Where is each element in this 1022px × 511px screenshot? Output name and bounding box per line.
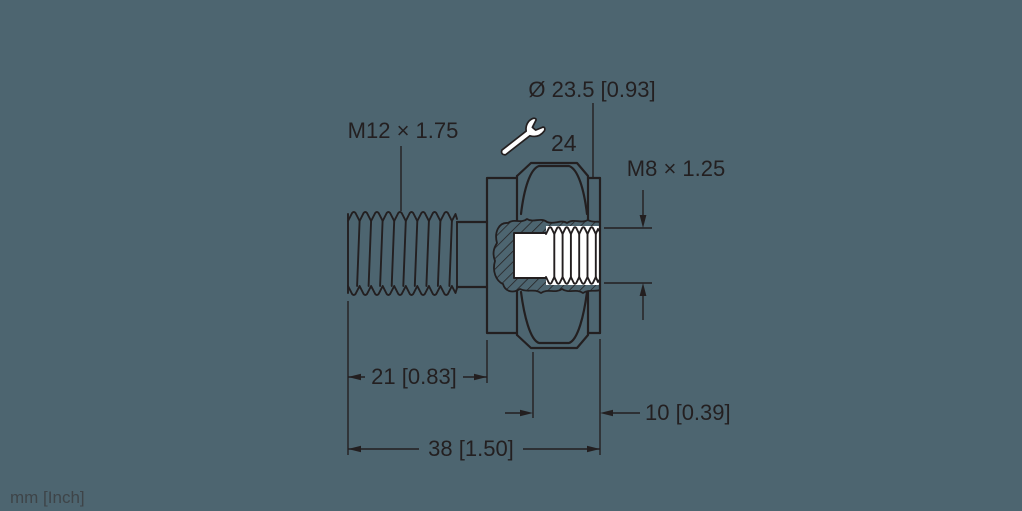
labels: Ø 23.5 [0.93] M12 × 1.75 M8 × 1.25 24 mm… [10,77,725,507]
counterbore-outline [513,232,547,279]
extension-lines [347,227,652,455]
dimension-lines: 21 [0.83] 38 [1.50] 10 [0.39] [347,103,731,461]
units-note: mm [Inch] [10,488,85,507]
flange-diameter-label: Ø 23.5 [0.93] [528,77,655,102]
dim-hex-length: 10 [0.39] [505,400,731,425]
counterbore-fill [514,233,547,278]
hex-chamfer-arc-bottom [519,290,589,345]
dim-overall-length: 38 [1.50] [348,436,600,461]
dim-hex-length-text: 10 [0.39] [645,400,731,425]
dim-thread-length-text: 21 [0.83] [371,364,457,389]
wrench-icon [500,117,546,156]
dim-m8-thread [639,190,647,320]
adapter-body [347,161,602,350]
arrowhead [600,409,613,417]
wrench-size-label: 24 [551,130,577,156]
dim-thread-length: 21 [0.83] [348,364,487,389]
neck [455,220,489,289]
arrowhead [474,373,487,381]
dim-overall-length-text: 38 [1.50] [428,436,514,461]
arrowhead [587,445,600,453]
m8-female-thread [545,226,601,285]
arrowhead [639,283,647,296]
male-thread-label: M12 × 1.75 [348,118,459,143]
arrowhead [520,409,533,417]
hex-chamfer-arc-top [519,164,589,216]
arrowhead [639,215,647,228]
m12-male-thread [347,211,458,296]
hex-body [515,161,590,350]
female-thread-label: M8 × 1.25 [627,156,725,181]
arrowhead [348,373,361,381]
right-flange [586,176,602,335]
section-cut [492,176,602,335]
arrowhead [348,445,361,453]
